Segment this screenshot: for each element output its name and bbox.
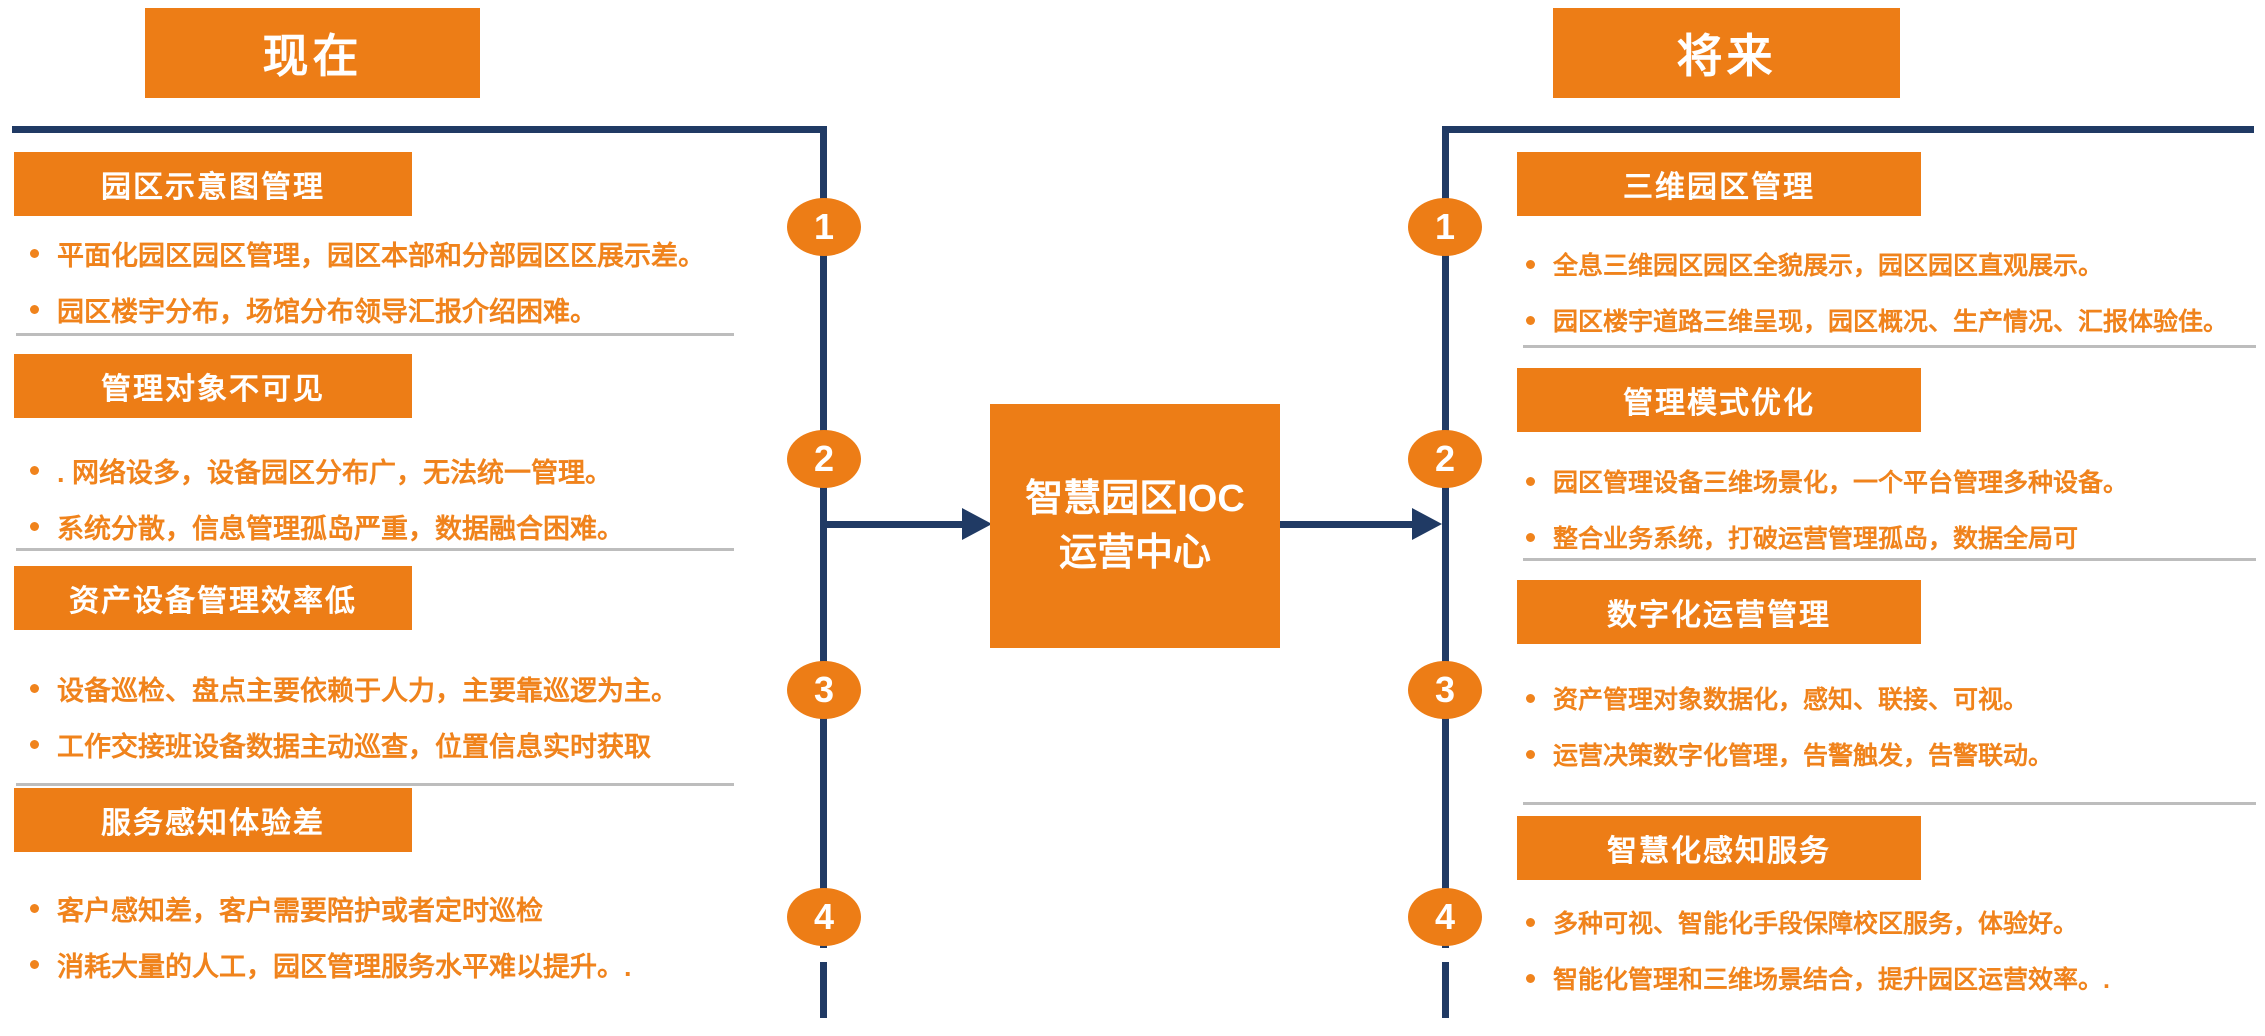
arrow-now-to-center-shaft (826, 521, 962, 528)
bullet-dot-icon (1526, 749, 1535, 759)
arrow-center-to-future-shaft (1280, 521, 1412, 528)
section-divider (1523, 345, 2256, 348)
section-divider (16, 548, 734, 551)
section-bullets-future-1: 全息三维园区园区全貌展示，园区园区直观展示。 园区楼宇道路三维呈现，园区概况、生… (1526, 236, 2256, 348)
step-badge-future-3: 3 (1408, 661, 1482, 719)
banner-future: 将来 (1553, 8, 1900, 98)
section-bullets-now-1: 平面化园区园区管理，园区本部和分部园区区展示差。 园区楼宇分布，场馆分布领导汇报… (30, 225, 810, 337)
timeline-left-vertical (820, 126, 827, 948)
timeline-right-horizontal (1442, 126, 2254, 133)
section-divider (16, 783, 734, 786)
section-title-future-2: 管理模式优化 (1517, 368, 1921, 432)
ioc-center-line1: 智慧园区IOC (1025, 478, 1245, 520)
section-bullets-now-2: . 网络设多，设备园区分布广，无法统一管理。 系统分散，信息管理孤岛严重，数据融… (30, 442, 810, 554)
list-item: 园区楼宇分布，场馆分布领导汇报介绍困难。 (30, 281, 810, 337)
list-item: 消耗大量的人工，园区管理服务水平难以提升。. (30, 936, 810, 992)
bullet-dot-icon (1526, 259, 1535, 269)
list-item: 整合业务系统，打破运营管理孤岛，数据全局可 (1526, 509, 2256, 565)
arrow-center-to-future-head (1412, 508, 1442, 540)
arrow-now-to-center-head (962, 508, 992, 540)
step-badge-future-2: 2 (1408, 430, 1482, 488)
timeline-left-horizontal (12, 126, 826, 133)
banner-now: 现在 (145, 8, 480, 98)
list-item: 系统分散，信息管理孤岛严重，数据融合困难。 (30, 498, 810, 554)
list-item: 运营决策数字化管理，告警触发，告警联动。 (1526, 726, 2256, 782)
section-divider (1523, 802, 2256, 805)
list-item: 工作交接班设备数据主动巡查，位置信息实时获取 (30, 716, 810, 772)
section-divider (16, 333, 734, 336)
bullet-text: 资产管理对象数据化，感知、联接、可视。 (1553, 686, 2029, 714)
section-title-now-1: 园区示意图管理 (14, 152, 412, 216)
section-bullets-future-3: 资产管理对象数据化，感知、联接、可视。 运营决策数字化管理，告警触发，告警联动。 (1526, 670, 2256, 782)
bullet-dot-icon (30, 248, 39, 258)
section-bullets-future-4: 多种可视、智能化手段保障校区服务，体验好。 智能化管理和三维场景结合，提升园区运… (1526, 894, 2256, 1006)
step-badge-now-3: 3 (787, 661, 861, 719)
bullet-text: . 网络设多，设备园区分布广，无法统一管理。 (57, 457, 613, 488)
section-bullets-now-3: 设备巡检、盘点主要依赖于人力，主要靠巡逻为主。 工作交接班设备数据主动巡查，位置… (30, 660, 810, 772)
section-title-future-3: 数字化运营管理 (1517, 580, 1921, 644)
step-badge-future-1: 1 (1408, 198, 1482, 256)
section-title-future-4: 智慧化感知服务 (1517, 816, 1921, 880)
bullet-text: 系统分散，信息管理孤岛严重，数据融合困难。 (57, 513, 624, 544)
bullet-dot-icon (1526, 973, 1535, 983)
bullet-dot-icon (30, 739, 39, 749)
bullet-text: 消耗大量的人工，园区管理服务水平难以提升。. (57, 951, 632, 982)
bullet-text: 园区管理设备三维场景化，一个平台管理多种设备。 (1553, 469, 2129, 497)
section-title-now-3: 资产设备管理效率低 (14, 566, 412, 630)
bullet-text: 设备巡检、盘点主要依赖于人力，主要靠巡逻为主。 (57, 675, 678, 706)
bullet-dot-icon (30, 683, 39, 693)
bullet-text: 平面化园区园区管理，园区本部和分部园区区展示差。 (57, 240, 705, 271)
list-item: 全息三维园区园区全貌展示，园区园区直观展示。 (1526, 236, 2256, 292)
list-item: 资产管理对象数据化，感知、联接、可视。 (1526, 670, 2256, 726)
bullet-text: 工作交接班设备数据主动巡查，位置信息实时获取 (57, 731, 651, 762)
bullet-dot-icon (1526, 917, 1535, 927)
section-bullets-future-2: 园区管理设备三维场景化，一个平台管理多种设备。 整合业务系统，打破运营管理孤岛，… (1526, 453, 2256, 565)
bullet-text: 客户感知差，客户需要陪护或者定时巡检 (57, 895, 543, 926)
bullet-dot-icon (30, 903, 39, 913)
bullet-text: 智能化管理和三维场景结合，提升园区运营效率。. (1553, 966, 2110, 994)
step-badge-future-4: 4 (1408, 888, 1482, 946)
bullet-text: 运营决策数字化管理，告警触发，告警联动。 (1553, 742, 2054, 770)
bullet-dot-icon (1526, 315, 1535, 325)
section-title-now-2: 管理对象不可见 (14, 354, 412, 418)
ioc-center-box: 智慧园区IOC 运营中心 (990, 404, 1280, 648)
list-item: . 网络设多，设备园区分布广，无法统一管理。 (30, 442, 810, 498)
bullet-text: 整合业务系统，打破运营管理孤岛，数据全局可 (1553, 525, 2079, 553)
list-item: 智能化管理和三维场景结合，提升园区运营效率。. (1526, 950, 2256, 1006)
step-badge-now-1: 1 (787, 198, 861, 256)
ioc-center-line2: 运营中心 (1058, 532, 1211, 574)
bullet-dot-icon (1526, 532, 1535, 542)
timeline-right-end-dash (1442, 962, 1449, 1018)
timeline-right-vertical (1442, 126, 1449, 948)
bullet-dot-icon (30, 959, 39, 969)
timeline-left-end-dash (820, 962, 827, 1018)
list-item: 园区楼宇道路三维呈现，园区概况、生产情况、汇报体验佳。 (1526, 292, 2256, 348)
list-item: 客户感知差，客户需要陪护或者定时巡检 (30, 880, 810, 936)
list-item: 多种可视、智能化手段保障校区服务，体验好。 (1526, 894, 2256, 950)
step-badge-now-4: 4 (787, 888, 861, 946)
bullet-text: 园区楼宇道路三维呈现，园区概况、生产情况、汇报体验佳。 (1553, 308, 2229, 336)
bullet-dot-icon (30, 465, 39, 475)
bullet-dot-icon (1526, 476, 1535, 486)
section-divider (1523, 558, 2256, 561)
bullet-text: 全息三维园区园区全貌展示，园区园区直观展示。 (1553, 252, 2104, 280)
list-item: 平面化园区园区管理，园区本部和分部园区区展示差。 (30, 225, 810, 281)
section-title-future-1: 三维园区管理 (1517, 152, 1921, 216)
bullet-text: 多种可视、智能化手段保障校区服务，体验好。 (1553, 910, 2079, 938)
step-badge-now-2: 2 (787, 430, 861, 488)
section-title-now-4: 服务感知体验差 (14, 788, 412, 852)
bullet-dot-icon (1526, 693, 1535, 703)
bullet-dot-icon (30, 521, 39, 531)
bullet-dot-icon (30, 304, 39, 314)
list-item: 设备巡检、盘点主要依赖于人力，主要靠巡逻为主。 (30, 660, 810, 716)
section-bullets-now-4: 客户感知差，客户需要陪护或者定时巡检 消耗大量的人工，园区管理服务水平难以提升。… (30, 880, 810, 992)
list-item: 园区管理设备三维场景化，一个平台管理多种设备。 (1526, 453, 2256, 509)
bullet-text: 园区楼宇分布，场馆分布领导汇报介绍困难。 (57, 296, 597, 327)
